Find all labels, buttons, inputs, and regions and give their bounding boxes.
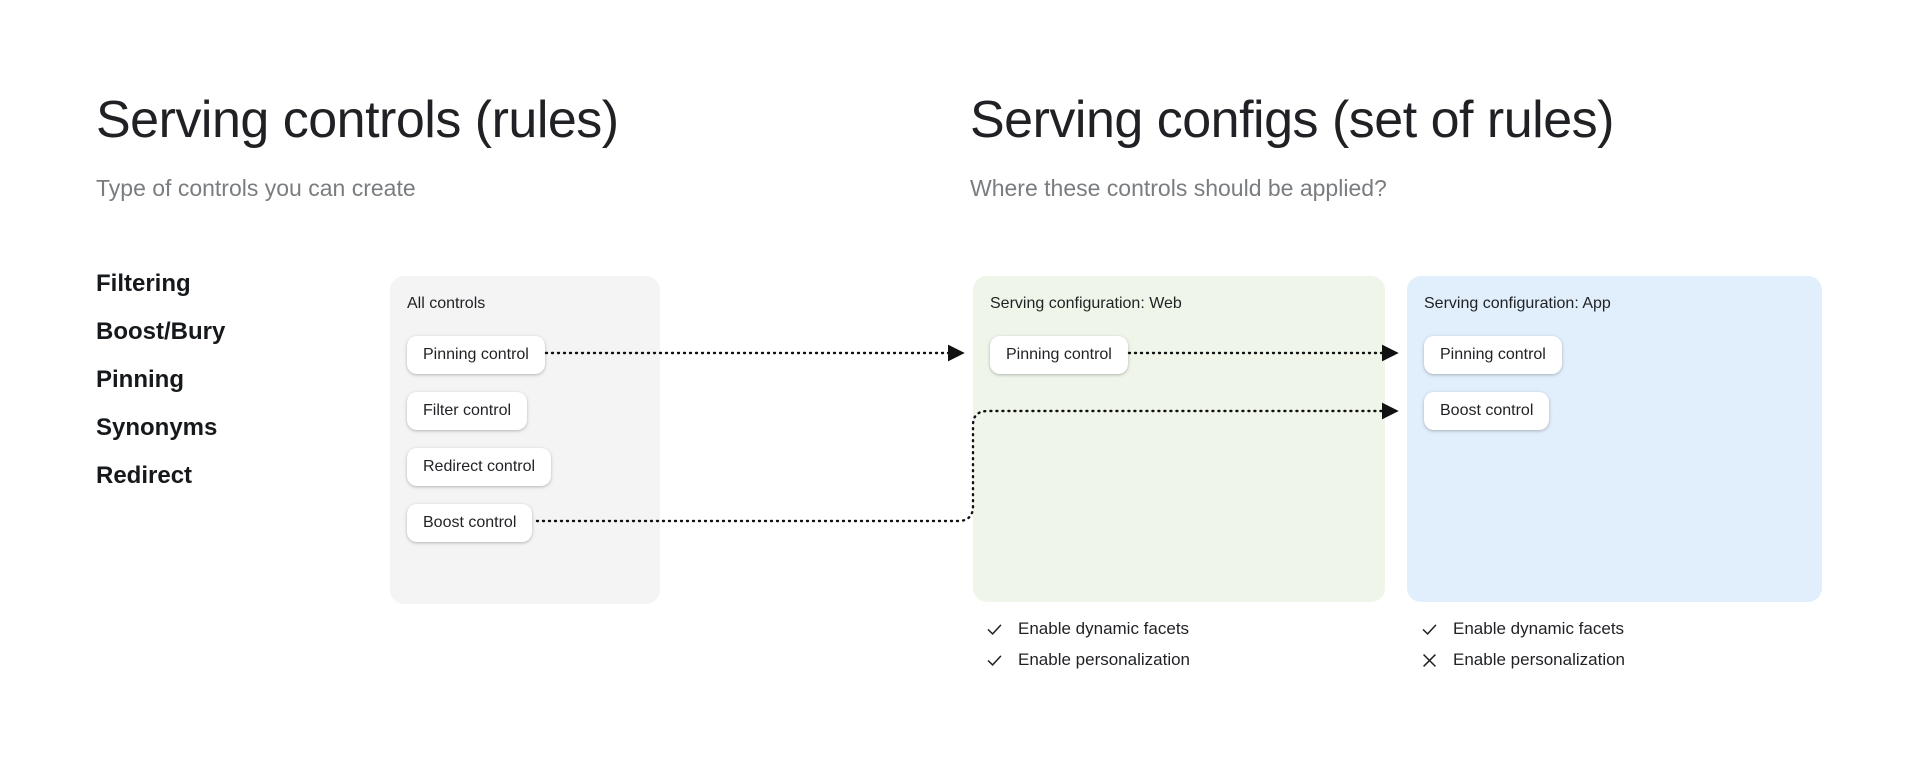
control-types-list: Filtering Boost/Bury Pinning Synonyms Re… — [96, 264, 225, 496]
serving-config-app-label: Serving configuration: App — [1424, 295, 1611, 312]
flag-label: Enable personalization — [1453, 650, 1626, 669]
left-column-subtitle: Type of controls you can create — [96, 175, 416, 201]
pill-boost-control[interactable]: Boost control — [1424, 392, 1550, 430]
flag-label: Enable personalization — [1018, 650, 1191, 669]
pill-filter-control[interactable]: Filter control — [407, 392, 528, 430]
pill-pinning-control[interactable]: Pinning control — [407, 336, 545, 374]
control-type-item: Boost/Bury — [96, 318, 226, 345]
pill-pinning-control[interactable]: Pinning control — [1424, 336, 1562, 374]
check-icon — [1422, 623, 1437, 635]
serving-config-app-flags: Enable dynamic facets Enable personaliza… — [1420, 618, 1625, 671]
check-icon — [987, 654, 1002, 666]
pill-redirect-control[interactable]: Redirect control — [407, 448, 552, 486]
all-controls-card: All controls Pinning control Filter cont… — [390, 276, 660, 604]
control-type-item: Filtering — [96, 270, 191, 297]
close-icon — [1423, 653, 1436, 667]
serving-config-app-card: Serving configuration: App Pinning contr… — [1407, 276, 1822, 602]
control-type-item: Redirect — [96, 462, 193, 489]
right-column-subtitle: Where these controls should be applied? — [970, 175, 1387, 201]
right-column-title: Serving configs (set of rules) — [970, 91, 1614, 149]
flag-row-personalization: Enable personalization — [985, 649, 1190, 671]
control-type-item: Synonyms — [96, 414, 218, 441]
flag-row-dynamic-facets: Enable dynamic facets — [985, 618, 1190, 640]
flag-row-dynamic-facets: Enable dynamic facets — [1420, 618, 1625, 640]
serving-config-web-label: Serving configuration: Web — [990, 295, 1182, 312]
flag-label: Enable dynamic facets — [1018, 619, 1190, 638]
serving-config-web-card: Serving configuration: Web Pinning contr… — [973, 276, 1385, 602]
serving-config-web-flags: Enable dynamic facets Enable personaliza… — [985, 618, 1190, 671]
pill-pinning-control[interactable]: Pinning control — [990, 336, 1128, 374]
all-controls-card-label: All controls — [407, 295, 486, 312]
check-icon — [987, 623, 1002, 635]
left-column-title: Serving controls (rules) — [96, 91, 619, 149]
flag-label: Enable dynamic facets — [1453, 619, 1625, 638]
control-type-item: Pinning — [96, 366, 184, 393]
pill-boost-control[interactable]: Boost control — [407, 504, 533, 542]
flag-row-personalization: Enable personalization — [1420, 649, 1625, 671]
